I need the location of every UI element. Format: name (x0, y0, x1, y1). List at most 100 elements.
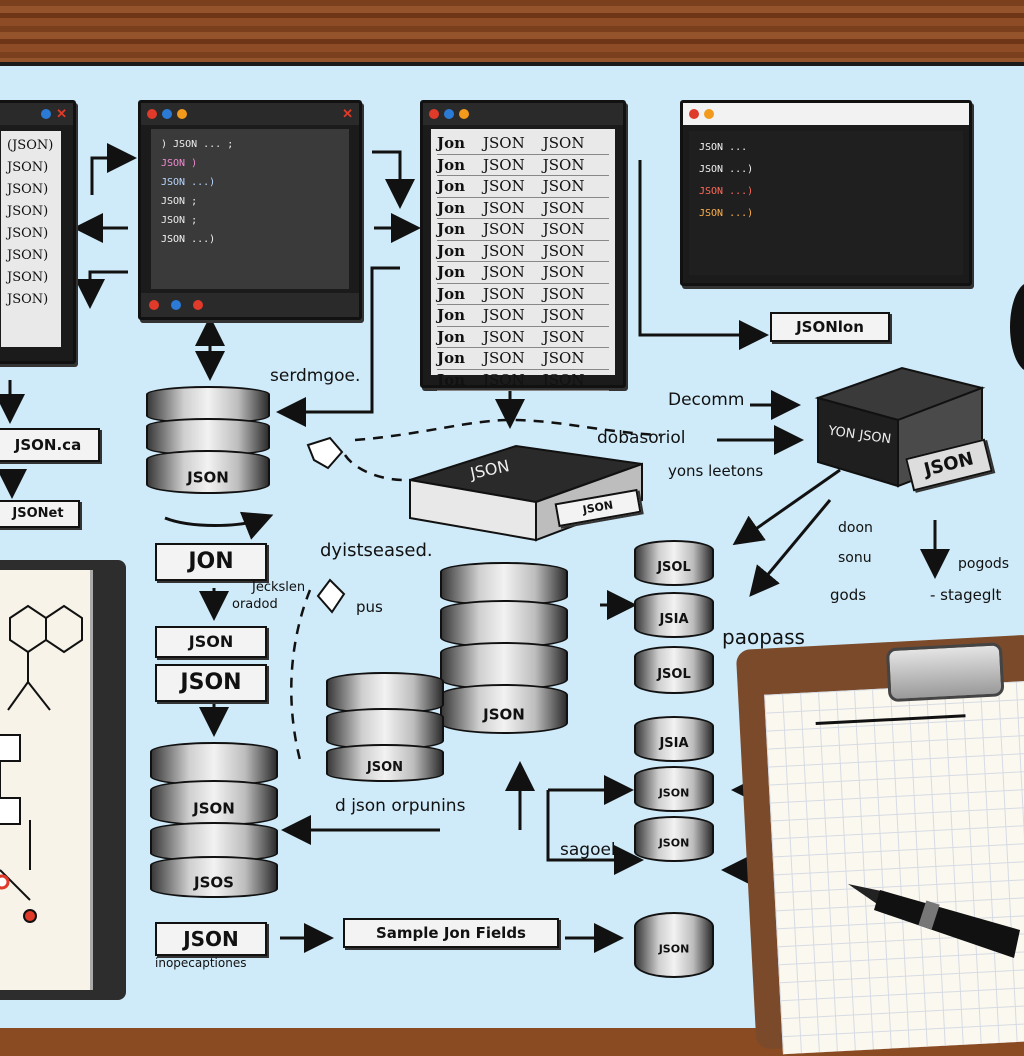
database-disk: JSON (634, 766, 714, 812)
table-cell: Jon (437, 306, 466, 324)
molecule-sketch-icon (0, 604, 83, 923)
code-line: JSON ...) (699, 164, 754, 175)
list-item: JSON) (7, 182, 49, 197)
label-json-b[interactable]: JSON (155, 664, 267, 702)
label-jsonca[interactable]: JSON.ca (0, 428, 100, 462)
database-disk: JSOL (634, 540, 714, 586)
code-line: JSON ) (161, 158, 198, 169)
label-jsonlon[interactable]: JSONlon (770, 312, 890, 342)
list-window-left[interactable]: ✕ (JSON)JSON)JSON)JSON)JSON)JSON)JSON)JS… (0, 100, 76, 364)
database-disk: JSON (634, 816, 714, 862)
note-dobasoriol: dobasoriol (597, 428, 686, 448)
orange-dot-icon (704, 109, 714, 119)
blue-dot-icon (41, 109, 52, 119)
table-cell: JSON (542, 155, 585, 174)
list-item: JSON) (7, 204, 49, 219)
status-dot-icon (193, 300, 203, 310)
note-yons-leetons: yons leetons (668, 462, 764, 480)
label-sample-json-fields[interactable]: Sample Jon Fields (343, 918, 559, 948)
table-cell: JSON (542, 198, 585, 217)
database-stack-right-2[interactable]: JSIA JSON JSON (634, 716, 714, 862)
list-item: JSON) (7, 248, 49, 263)
code-line: JSON ...) (699, 208, 754, 219)
label-jon[interactable]: JON (155, 543, 267, 581)
database-stack-2[interactable]: JSON JSOS (150, 742, 278, 898)
table-cell: Jon (437, 198, 466, 217)
window-titlebar: ✕ (0, 103, 73, 125)
table-cell: Jon (437, 327, 466, 346)
table-cell: JSON (483, 306, 525, 324)
table-cell: JSON (483, 263, 525, 281)
code-line: JSON ; (161, 215, 198, 226)
json-server-box[interactable]: JSON JSON (406, 438, 643, 542)
label-json-a[interactable]: JSON (155, 626, 267, 658)
database-disk: JSIA (634, 716, 714, 762)
wood-desk-top (0, 0, 1024, 70)
note-sagoel: sagoel. (560, 840, 622, 860)
close-icon[interactable]: ✕ (56, 106, 67, 121)
red-dot-icon (429, 109, 439, 119)
table-cell: JSON (483, 241, 525, 260)
code-line: JSON ; (161, 196, 198, 207)
paper-line (815, 714, 966, 726)
database-disk: JSON (150, 780, 278, 826)
note-decomm: Decomm (668, 390, 745, 410)
table-cell: JSON (483, 220, 525, 238)
code-line: JSON ...) (161, 234, 216, 245)
code-window[interactable]: ✕ ) JSON ... ;JSON )JSON ...)JSON ;JSON … (138, 100, 362, 320)
database-stack-1[interactable]: JSON (146, 386, 270, 494)
list-item: JSON) (7, 292, 49, 307)
database-stack-4[interactable]: JSON (326, 672, 444, 782)
code-window-statusbar (141, 293, 359, 317)
code-window-screen: ) JSON ... ;JSON )JSON ...)JSON ;JSON ;J… (151, 129, 349, 289)
table-cell: Jon (437, 349, 466, 367)
database-disk: JSON (634, 912, 714, 978)
clipboard[interactable] (735, 634, 1024, 1055)
table-cell: JSON (483, 134, 525, 152)
list-item: JSON) (7, 226, 49, 241)
note-stageglt: - stageglt (930, 586, 1002, 604)
code-window-right[interactable]: JSON ...JSON ...)JSON ...)JSON ...) (680, 100, 972, 286)
code-lines-right: JSON ...JSON ...)JSON ...)JSON ...) (689, 131, 963, 231)
table-cell: JSON (483, 284, 525, 303)
table-cell: Jon (437, 155, 466, 174)
table-cell: Jon (437, 177, 466, 195)
table-cell: JSON (542, 370, 585, 389)
status-dot-icon (149, 300, 159, 310)
table-cell: JSON (542, 349, 585, 367)
table-cell: Jon (437, 263, 466, 281)
database-stack-right-3[interactable]: JSON (634, 912, 714, 978)
database-disk (326, 708, 444, 750)
database-disk: JSOS (150, 856, 278, 898)
table-cell: JSON (542, 263, 585, 281)
connector-arrows (0, 143, 950, 953)
close-icon[interactable]: ✕ (342, 106, 353, 121)
clipboard-paper (764, 679, 1024, 1055)
notebook[interactable] (0, 560, 126, 1000)
code-line: JSON ...) (699, 186, 754, 197)
code-line: JSON ...) (161, 177, 216, 188)
label-json-bottom[interactable]: JSON (155, 922, 267, 956)
list-item: (JSON) (7, 138, 54, 153)
list-window-items: (JSON)JSON)JSON)JSON)JSON)JSON)JSON)JSON… (1, 131, 61, 315)
database-stack-3[interactable]: JSON (440, 562, 568, 734)
list-item: JSON) (7, 160, 49, 175)
table-cell: Jon (437, 134, 466, 152)
database-stack-right-1[interactable]: JSOL JSIA JSOL (634, 540, 714, 694)
yon-json-box[interactable]: YON JSON JSON (812, 358, 993, 498)
note-paopass: paopass (722, 625, 805, 649)
database-disk: JSON (326, 744, 444, 782)
label-jsonet[interactable]: JSONet (0, 500, 80, 528)
code-lines: ) JSON ... ;JSON )JSON ...)JSON ;JSON ;J… (151, 129, 349, 255)
window-titlebar: ✕ (141, 103, 359, 125)
